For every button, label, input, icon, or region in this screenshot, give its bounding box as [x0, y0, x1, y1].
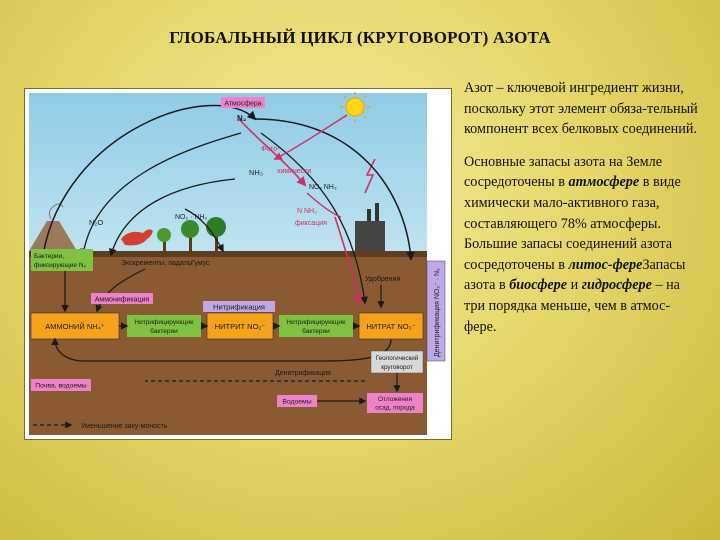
sediment-label-1: Отложения: [378, 396, 412, 403]
nitrifying-label-1b: бактерии: [150, 327, 178, 335]
humus-label: Гумус: [191, 260, 210, 267]
nitrogen-cycle-diagram: Денитрификация NO₂⁻ · N₂: [24, 88, 452, 440]
soil-label: Почва, водоемы: [35, 383, 87, 390]
n2o-label: N₂O: [89, 218, 103, 227]
photochem-label-1: Фото-: [261, 146, 280, 153]
description-text: Азот – ключевой ингредиент жизни, поскол…: [464, 78, 700, 349]
atmosphere-label: Атмосфера: [224, 101, 261, 108]
geologic-label-2: круговорот: [381, 364, 413, 371]
nitrifying-label-2a: Нитрифицирующие: [286, 319, 346, 326]
nitrate-label: НИТРАТ NO₃⁻: [366, 322, 415, 331]
paragraph-2: Основные запасы азота на Земле сосредото…: [464, 152, 700, 337]
p2-atmosphere: атмосфере: [568, 174, 639, 190]
ammonium-label: АММОНИЙ NH₄⁺: [45, 322, 105, 331]
nitrifying-label-2b: бактерии: [302, 327, 330, 335]
denitrification-side-label: Денитрификация NO₂⁻ · N₂: [434, 268, 441, 357]
p2-biosphere: биосфере: [509, 277, 567, 293]
page-title: ГЛОБАЛЬНЫЙ ЦИКЛ (КРУГОВОРОТ) АЗОТА: [0, 28, 720, 48]
paragraph-1: Азот – ключевой ингредиент жизни, поскол…: [464, 78, 700, 140]
excrement-label: Экскременты, падаль: [121, 260, 192, 267]
geologic-label-1: Геологический: [376, 354, 419, 362]
fixation-label: фиксация: [295, 220, 327, 227]
nitrifying-label-1a: Нитрифицирующие: [134, 319, 194, 326]
n-nh3-label: N NH₃: [297, 208, 317, 215]
n2-label: N₂: [237, 114, 247, 123]
denitrification-label: Денитрификация: [275, 370, 331, 377]
nh3-label: NH₃: [249, 168, 263, 177]
fertilizer-label: Удобрения: [365, 275, 400, 283]
sediment-label-2: осад. порода: [375, 405, 415, 412]
photochem-label-2: химически: [277, 168, 311, 175]
nox-nh3-label: NOₓ NH₃: [309, 184, 337, 191]
no2-nh2-label: NO₂ · NH₂: [175, 214, 208, 221]
bacteria-fix-label-1: Бактерии,: [34, 253, 64, 260]
p2-lithosphere: литос-фере: [568, 257, 642, 273]
water-label: Водоемы: [282, 399, 311, 406]
p2-hydrosphere: гидросфере: [582, 277, 652, 293]
bacteria-fix-label-2: фиксирующие N₂: [34, 262, 87, 269]
legend-label: Уменьшение заку-моность: [81, 423, 168, 430]
p2-part-g: и: [567, 277, 582, 293]
nitrite-label: НИТРИТ NO₂⁻: [215, 322, 266, 331]
nitrification-label: Нитрификация: [213, 303, 265, 312]
ammonification-label: Аммонификация: [95, 297, 150, 304]
